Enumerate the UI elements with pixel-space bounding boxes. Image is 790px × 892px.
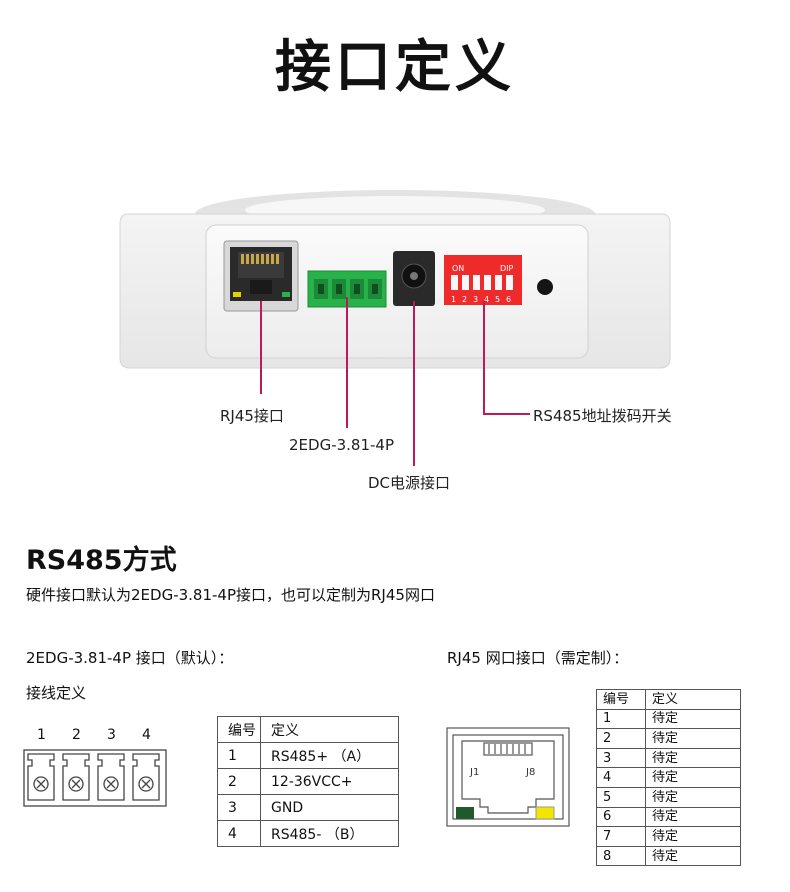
table-row: 4 RS485- （B） (217, 820, 399, 847)
yellow-led (535, 806, 555, 820)
rj45-pin-j1: J1 (469, 767, 479, 778)
pin-number: 2 (72, 727, 81, 743)
rj45-pin-table: 编号 定义 1 待定 2 待定 3 待定 4 待定 5 待定 6 待定 7 待定… (596, 689, 741, 867)
green-led (456, 807, 474, 819)
table-row: 2 待定 (596, 728, 741, 749)
table-cell: 12-36VCC+ (260, 768, 399, 795)
table-cell: RS485+ （A） (260, 742, 399, 769)
table-header-cell: 编号 (596, 689, 646, 710)
rj45-port-drawing: J1 J8 (446, 727, 570, 827)
section-description: 硬件接口默认为2EDG-3.81-4P接口，也可以定制为RJ45网口 (26, 586, 435, 604)
dip-number: 3 (473, 295, 478, 304)
table-row: 4 待定 (596, 767, 741, 788)
table-cell: 待定 (645, 708, 741, 730)
wiring-title: 接线定义 (26, 684, 87, 702)
label-rj45: RJ45接口 (220, 407, 284, 425)
dip-number: 2 (462, 295, 467, 304)
rj45-interface-title: RJ45 网口接口（需定制）： (447, 649, 629, 667)
page-title: 接口定义 (275, 35, 515, 100)
table-cell: 3 (217, 794, 261, 821)
table-row: 7 待定 (596, 826, 741, 847)
table-header-cell: 编号 (217, 716, 261, 743)
dip-on-label: ON (452, 264, 464, 273)
table-cell: 3 (596, 747, 646, 769)
table-row: 3 待定 (596, 747, 741, 769)
table-cell: 待定 (645, 826, 741, 847)
table-cell: 4 (217, 820, 261, 847)
table-cell: 待定 (645, 786, 741, 808)
label-dip: RS485地址拨码开关 (533, 407, 672, 425)
table-row: 8 待定 (596, 845, 741, 867)
table-cell: 4 (596, 767, 646, 788)
table-row: 2 12-36VCC+ (217, 768, 399, 795)
table-row: 1 RS485+ （A） (217, 742, 399, 769)
table-cell: 待定 (645, 728, 741, 749)
terminal-interface-title: 2EDG-3.81-4P 接口（默认）： (26, 649, 234, 667)
table-header-cell: 定义 (260, 716, 399, 743)
label-dc: DC电源接口 (368, 474, 451, 492)
table-cell: 5 (596, 786, 646, 808)
table-header-row: 编号 定义 (596, 689, 741, 710)
table-row: 3 GND (217, 794, 399, 821)
table-cell: RS485- （B） (260, 820, 399, 847)
dip-label: DIP (500, 264, 514, 273)
table-cell: 待定 (645, 747, 741, 769)
table-cell: 待定 (645, 767, 741, 788)
table-cell: 待定 (645, 845, 741, 867)
table-cell: 1 (596, 708, 646, 730)
pin-number: 3 (107, 727, 116, 743)
table-cell: GND (260, 794, 399, 821)
section-heading: RS485方式 (26, 545, 177, 576)
label-terminal: 2EDG-3.81-4P (289, 436, 395, 454)
table-cell: 1 (217, 742, 261, 769)
device-illustration: ON DIP 1 2 3 4 5 6 (119, 190, 671, 466)
terminal-block-drawing (23, 749, 167, 807)
table-cell: 2 (596, 728, 646, 749)
dip-number: 5 (495, 295, 500, 304)
terminal-pin-table: 编号 定义 1 RS485+ （A） 2 12-36VCC+ 3 GND 4 R… (217, 716, 399, 847)
table-header-cell: 定义 (645, 689, 741, 710)
table-cell: 7 (596, 826, 646, 847)
table-row: 5 待定 (596, 786, 741, 808)
dip-number: 1 (451, 295, 456, 304)
table-cell: 8 (596, 845, 646, 867)
pin-number: 4 (142, 727, 151, 743)
pin-number: 1 (37, 727, 46, 743)
table-row: 6 待定 (596, 806, 741, 828)
dip-number: 6 (506, 295, 511, 304)
table-row: 1 待定 (596, 708, 741, 730)
table-cell: 2 (217, 768, 261, 795)
table-cell: 6 (596, 806, 646, 828)
table-header-row: 编号 定义 (217, 716, 399, 743)
rj45-pin-j8: J8 (525, 767, 535, 778)
dip-number: 4 (484, 295, 489, 304)
table-cell: 待定 (645, 806, 741, 828)
